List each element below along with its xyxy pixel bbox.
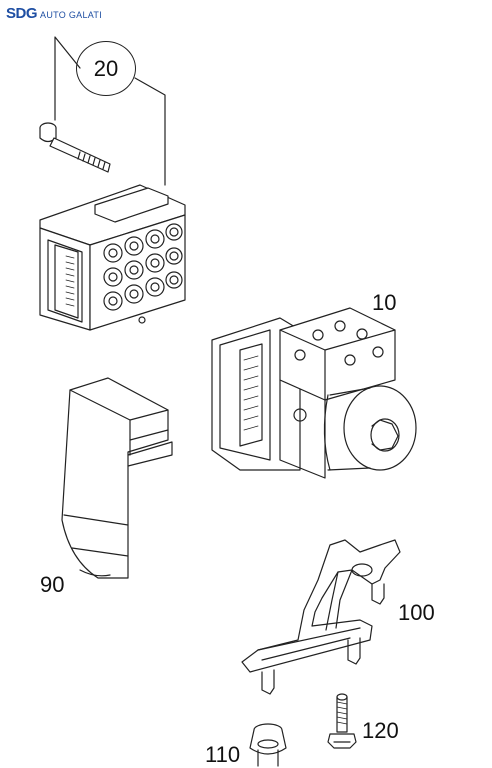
bolt-icon [39, 122, 111, 173]
callout-10: 10 [372, 290, 397, 315]
logo-mark: SDG [6, 5, 38, 22]
bracket-cover-icon [61, 377, 173, 579]
callout-20-leader-lines [54, 36, 166, 186]
callout-90: 90 [40, 572, 65, 597]
control-unit-icon [39, 184, 186, 331]
hydraulic-unit-icon [211, 307, 417, 479]
callout-100: 100 [398, 600, 435, 625]
callout-120: 120 [362, 718, 399, 743]
logo-text: AUTO GALATI [40, 10, 102, 20]
callout-20: 20 [76, 41, 136, 96]
brand-logo: SDG AUTO GALATI [6, 5, 102, 22]
support-bracket-icon [241, 539, 401, 695]
grommet-icon [249, 723, 287, 767]
callout-110: 110 [205, 742, 241, 767]
screw-icon [327, 693, 357, 749]
